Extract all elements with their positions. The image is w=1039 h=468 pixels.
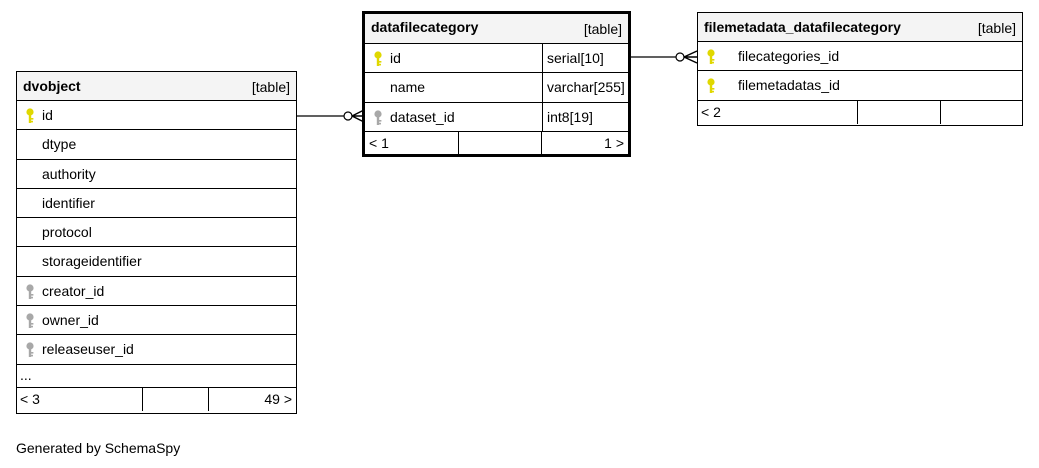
table-type: [table] [251, 79, 290, 95]
table-footer: < 2 [698, 100, 1022, 124]
column-row-creator-id[interactable]: creator_id [17, 277, 296, 307]
many-crowfoot-marker [683, 50, 698, 64]
primary-key-icon [25, 108, 35, 124]
column-row-name[interactable]: name varchar[255] [365, 73, 628, 103]
primary-key-icon [373, 51, 383, 67]
footer-spacer [858, 100, 941, 124]
column-row-id[interactable]: id serial[10] [365, 44, 628, 74]
column-row-owner-id[interactable]: owner_id [17, 306, 296, 336]
column-name: storageidentifier [42, 253, 142, 270]
foreign-key-icon [25, 342, 35, 358]
column-row-id[interactable]: id [17, 101, 296, 131]
column-row-filemetadatas-id[interactable]: filemetadatas_id [698, 71, 1022, 101]
more-columns-indicator: ... [17, 365, 296, 388]
column-row-releaseuser-id[interactable]: releaseuser_id [17, 335, 296, 365]
table-footer: < 3 49 > [17, 387, 296, 411]
column-datatype: varchar[255] [542, 73, 628, 102]
column-row-storageidentifier[interactable]: storageidentifier [17, 247, 296, 277]
column-list: id dtype authority identifier protocol storag… [17, 101, 296, 365]
primary-key-icon [706, 78, 716, 94]
column-row-protocol[interactable]: protocol [17, 218, 296, 248]
zero-cardinality-marker [675, 52, 685, 62]
table-header: datafilecategory [table] [365, 14, 628, 44]
column-name: filemetadatas_id [738, 77, 840, 94]
column-name: authority [42, 165, 96, 182]
column-name: owner_id [42, 312, 99, 329]
parents-count[interactable]: < 1 [365, 131, 459, 155]
parents-count[interactable]: < 2 [698, 100, 858, 124]
foreign-key-icon [373, 109, 383, 126]
table-name[interactable]: datafilecategory [371, 19, 479, 35]
table-name[interactable]: dvobject [23, 78, 81, 94]
table-filemetadata-datafilecategory[interactable]: filemetadata_datafilecategory [table] fi… [697, 12, 1023, 126]
children-count[interactable] [941, 101, 1022, 124]
column-name: releaseuser_id [42, 341, 134, 358]
column-row-filecategories-id[interactable]: filecategories_id [698, 42, 1022, 72]
primary-key-icon [706, 49, 716, 65]
zero-cardinality-marker [343, 111, 353, 121]
table-type: [table] [583, 21, 622, 37]
table-name[interactable]: filemetadata_datafilecategory [704, 19, 901, 35]
column-name: protocol [42, 224, 92, 241]
table-header: filemetadata_datafilecategory [table] [698, 13, 1022, 42]
parents-count[interactable]: < 3 [17, 387, 143, 411]
generated-by-footer: Generated by SchemaSpy [16, 440, 181, 456]
column-datatype: serial[10] [542, 44, 628, 73]
footer-spacer [143, 387, 209, 411]
column-name: dtype [42, 136, 77, 153]
column-row-authority[interactable]: authority [17, 160, 296, 189]
foreign-key-icon [25, 284, 35, 300]
foreign-key-icon [25, 313, 35, 329]
column-name: dataset_id [390, 108, 455, 125]
table-dvobject[interactable]: dvobject [table] id dtype authority identif… [16, 71, 297, 414]
table-header: dvobject [table] [17, 72, 296, 101]
table-type: [table] [977, 20, 1016, 36]
children-count[interactable]: 1 > [604, 134, 624, 151]
column-name: name [390, 79, 426, 96]
column-name: identifier [42, 194, 95, 211]
column-name: filecategories_id [738, 48, 840, 64]
column-name: id [390, 50, 401, 66]
column-datatype: int8[19] [542, 102, 628, 131]
column-row-identifier[interactable]: identifier [17, 189, 296, 219]
column-row-dataset-id[interactable]: dataset_id int8[19] [365, 102, 628, 132]
table-footer: < 1 1 > [365, 131, 628, 155]
column-row-dtype[interactable]: dtype [17, 130, 296, 160]
column-name: creator_id [42, 282, 105, 299]
column-name: id [42, 107, 53, 123]
children-count[interactable]: 49 > [264, 390, 292, 407]
footer-spacer [459, 131, 542, 155]
column-list: id serial[10] name varchar[255] dataset_id in… [365, 44, 628, 132]
column-list: filecategories_id filemetadatas_id [698, 42, 1022, 101]
